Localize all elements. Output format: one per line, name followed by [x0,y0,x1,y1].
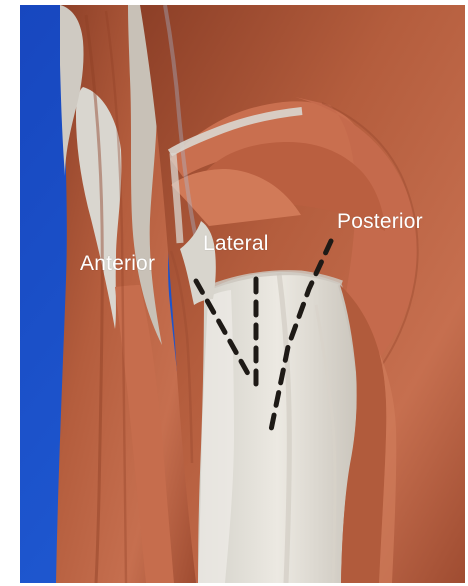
posterior-label: Posterior [337,211,423,232]
hip-muscle-illustration: Anterior Lateral Posterior [20,5,465,583]
hip-anatomy-figure [20,5,465,583]
anterior-label: Anterior [80,253,155,274]
lateral-label: Lateral [203,233,269,254]
